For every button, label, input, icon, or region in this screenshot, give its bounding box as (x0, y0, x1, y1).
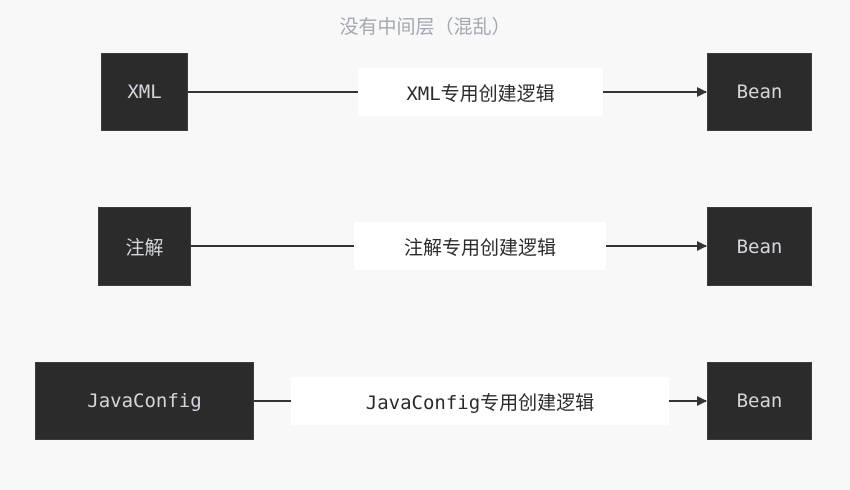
node-bean-3: Bean (707, 362, 812, 440)
node-javaconfig: JavaConfig (35, 362, 254, 440)
node-bean-2: Bean (707, 207, 812, 286)
node-annotation: 注解 (98, 207, 191, 286)
node-bean-1: Bean (707, 53, 812, 131)
label-javaconfig-logic: JavaConfig专用创建逻辑 (291, 377, 669, 425)
node-xml: XML (101, 53, 188, 131)
label-annotation-logic: 注解专用创建逻辑 (354, 222, 606, 270)
diagram-title: 没有中间层（混乱） (339, 16, 511, 38)
label-xml-logic: XML专用创建逻辑 (358, 68, 603, 116)
